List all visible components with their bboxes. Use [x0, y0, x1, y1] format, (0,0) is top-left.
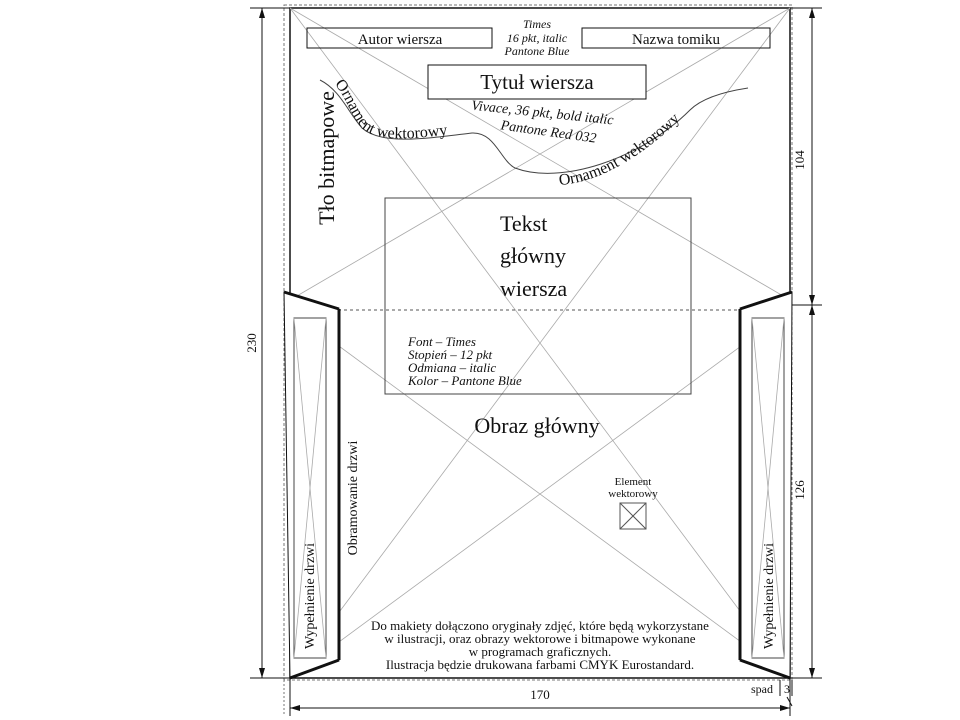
dimension-total-height-label: 230: [244, 333, 259, 353]
background-bitmap-label: Tło bitmapowe: [314, 91, 339, 225]
footer-note-2: w ilustracji, oraz obrazy wektorowe i bi…: [384, 631, 695, 646]
dimension-upper-height-label: 104: [792, 150, 807, 170]
dimension-width: [283, 678, 791, 716]
vector-element-box: [619, 502, 647, 530]
bleed-marker: [779, 680, 793, 707]
dimension-lower-height-label: 126: [792, 480, 807, 500]
right-door-fill-label: Wypełnienie drzwi: [762, 543, 777, 649]
bleed-label: spad: [751, 682, 773, 696]
header-font-note-1: Times: [523, 17, 551, 31]
author-label: Autor wiersza: [358, 32, 443, 48]
ornament-curve: [319, 79, 749, 174]
footer-note-3: w programach graficznych.: [469, 644, 612, 659]
vector-element-label-2: wektorowy: [608, 488, 658, 500]
title-label: Tytuł wiersza: [480, 70, 594, 94]
dimension-right-heights: [790, 7, 822, 679]
main-text-box: [384, 197, 692, 395]
main-text-line-1: Tekst: [500, 211, 547, 236]
author-box: [306, 27, 493, 49]
placeholder-crosses: [289, 7, 791, 679]
title-box: [427, 64, 647, 100]
main-font-note-1: Font – Times: [407, 334, 476, 349]
volume-label: Nazwa tomiku: [632, 32, 720, 48]
bleed-value: 3: [784, 682, 790, 696]
header-font-note-2: 16 pkt, italic: [507, 31, 568, 45]
main-font-note-3: Odmiana – italic: [408, 360, 496, 375]
dimension-width-label: 170: [530, 687, 550, 702]
footer-note-1: Do makiety dołączono oryginały zdjęć, kt…: [371, 618, 709, 633]
footer-note-4: Ilustracja będzie drukowana farbami CMYK…: [386, 657, 694, 672]
volume-box: [581, 27, 771, 49]
main-text-line-2: główny: [500, 243, 566, 268]
left-door-fill-label: Wypełnienie drzwi: [303, 543, 318, 649]
door-frame-label: Obramowanie drzwi: [346, 441, 361, 556]
vector-element-label-1: Element: [615, 476, 652, 488]
main-text-line-3: wiersza: [500, 276, 567, 301]
dimension-total-height: [250, 7, 290, 679]
header-font-note-3: Pantone Blue: [504, 44, 571, 58]
main-font-note-2: Stopień – 12 pkt: [408, 347, 493, 362]
right-door: [738, 290, 793, 680]
main-image-label: Obraz główny: [474, 413, 599, 438]
left-door: [283, 290, 341, 680]
main-font-note-4: Kolor – Pantone Blue: [407, 373, 522, 388]
